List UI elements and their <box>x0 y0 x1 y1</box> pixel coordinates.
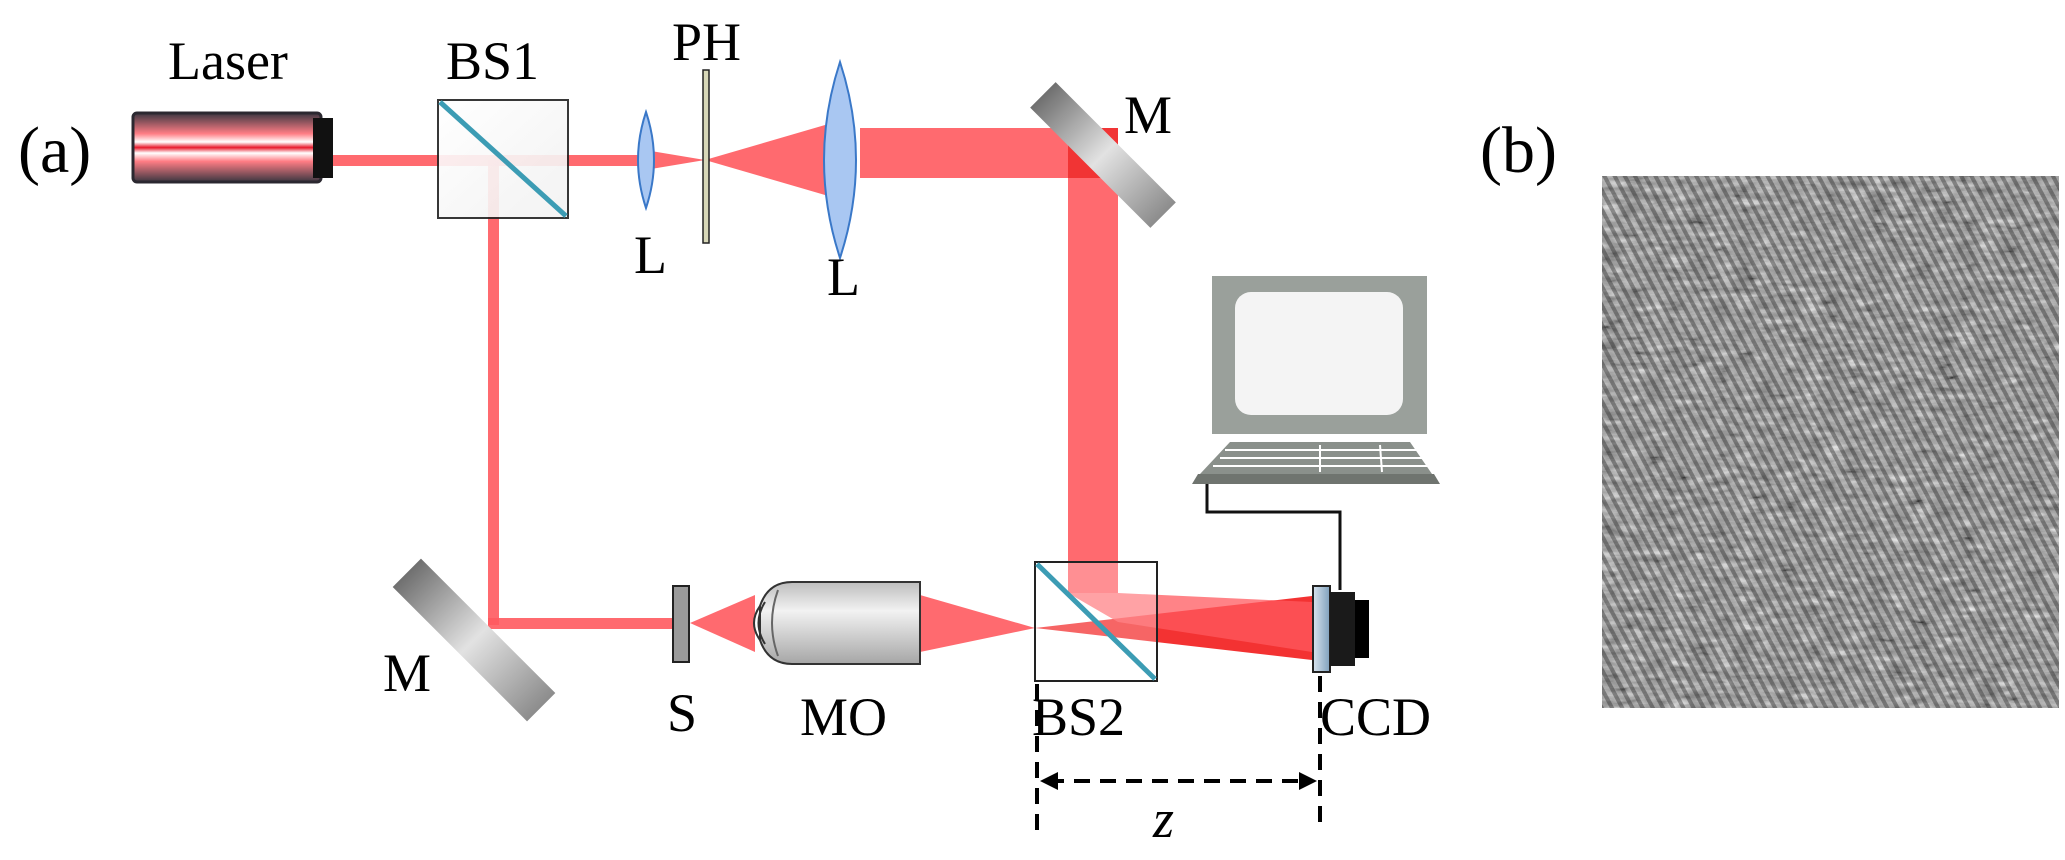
mirror-bottom-label: M <box>383 643 432 703</box>
lens-1-label: L <box>634 225 667 285</box>
mirror-icon <box>392 558 556 722</box>
sample-label: S <box>667 683 698 743</box>
lens-2-label: L <box>827 247 860 307</box>
beam-object-to-ccd <box>1068 593 1312 652</box>
beam-diverging-from-pinhole <box>705 125 825 195</box>
distance-z-label: z <box>1153 789 1175 849</box>
panel-b-label: (b) <box>1480 114 1557 187</box>
bs1-label: BS1 <box>446 31 540 91</box>
panel-a-label: (a) <box>18 114 92 187</box>
ccd-camera-icon <box>1312 585 1369 673</box>
mirror-icon <box>1030 82 1176 228</box>
beam-object-vertical <box>1068 128 1118 593</box>
pinhole-label: PH <box>672 12 742 72</box>
beam-splitter-icon <box>1034 561 1158 682</box>
ccd-label: CCD <box>1320 687 1432 747</box>
beam-reference-vertical <box>488 160 499 625</box>
sample-icon <box>672 585 690 663</box>
laser-source-icon <box>131 111 333 184</box>
microscope-objective-icon <box>753 581 921 665</box>
hologram-image <box>1602 176 2059 708</box>
pinhole-icon <box>702 69 710 244</box>
beam-sample-to-objective <box>690 595 755 652</box>
laser-beam-paths <box>250 125 1312 660</box>
lens-icon <box>823 58 857 262</box>
computer-icon <box>1192 276 1440 590</box>
lens-icon <box>637 108 655 212</box>
laser-label: Laser <box>168 31 288 91</box>
distance-indicator <box>1035 676 1322 830</box>
beam-reference-to-sample <box>488 618 678 629</box>
beam-objective-to-bs2 <box>920 595 1035 652</box>
objective-label: MO <box>800 687 888 747</box>
beam-converging-to-pinhole <box>645 150 705 170</box>
bs2-label: BS2 <box>1032 687 1126 747</box>
mirror-top-label: M <box>1124 85 1173 145</box>
beam-splitter-icon <box>437 99 569 219</box>
